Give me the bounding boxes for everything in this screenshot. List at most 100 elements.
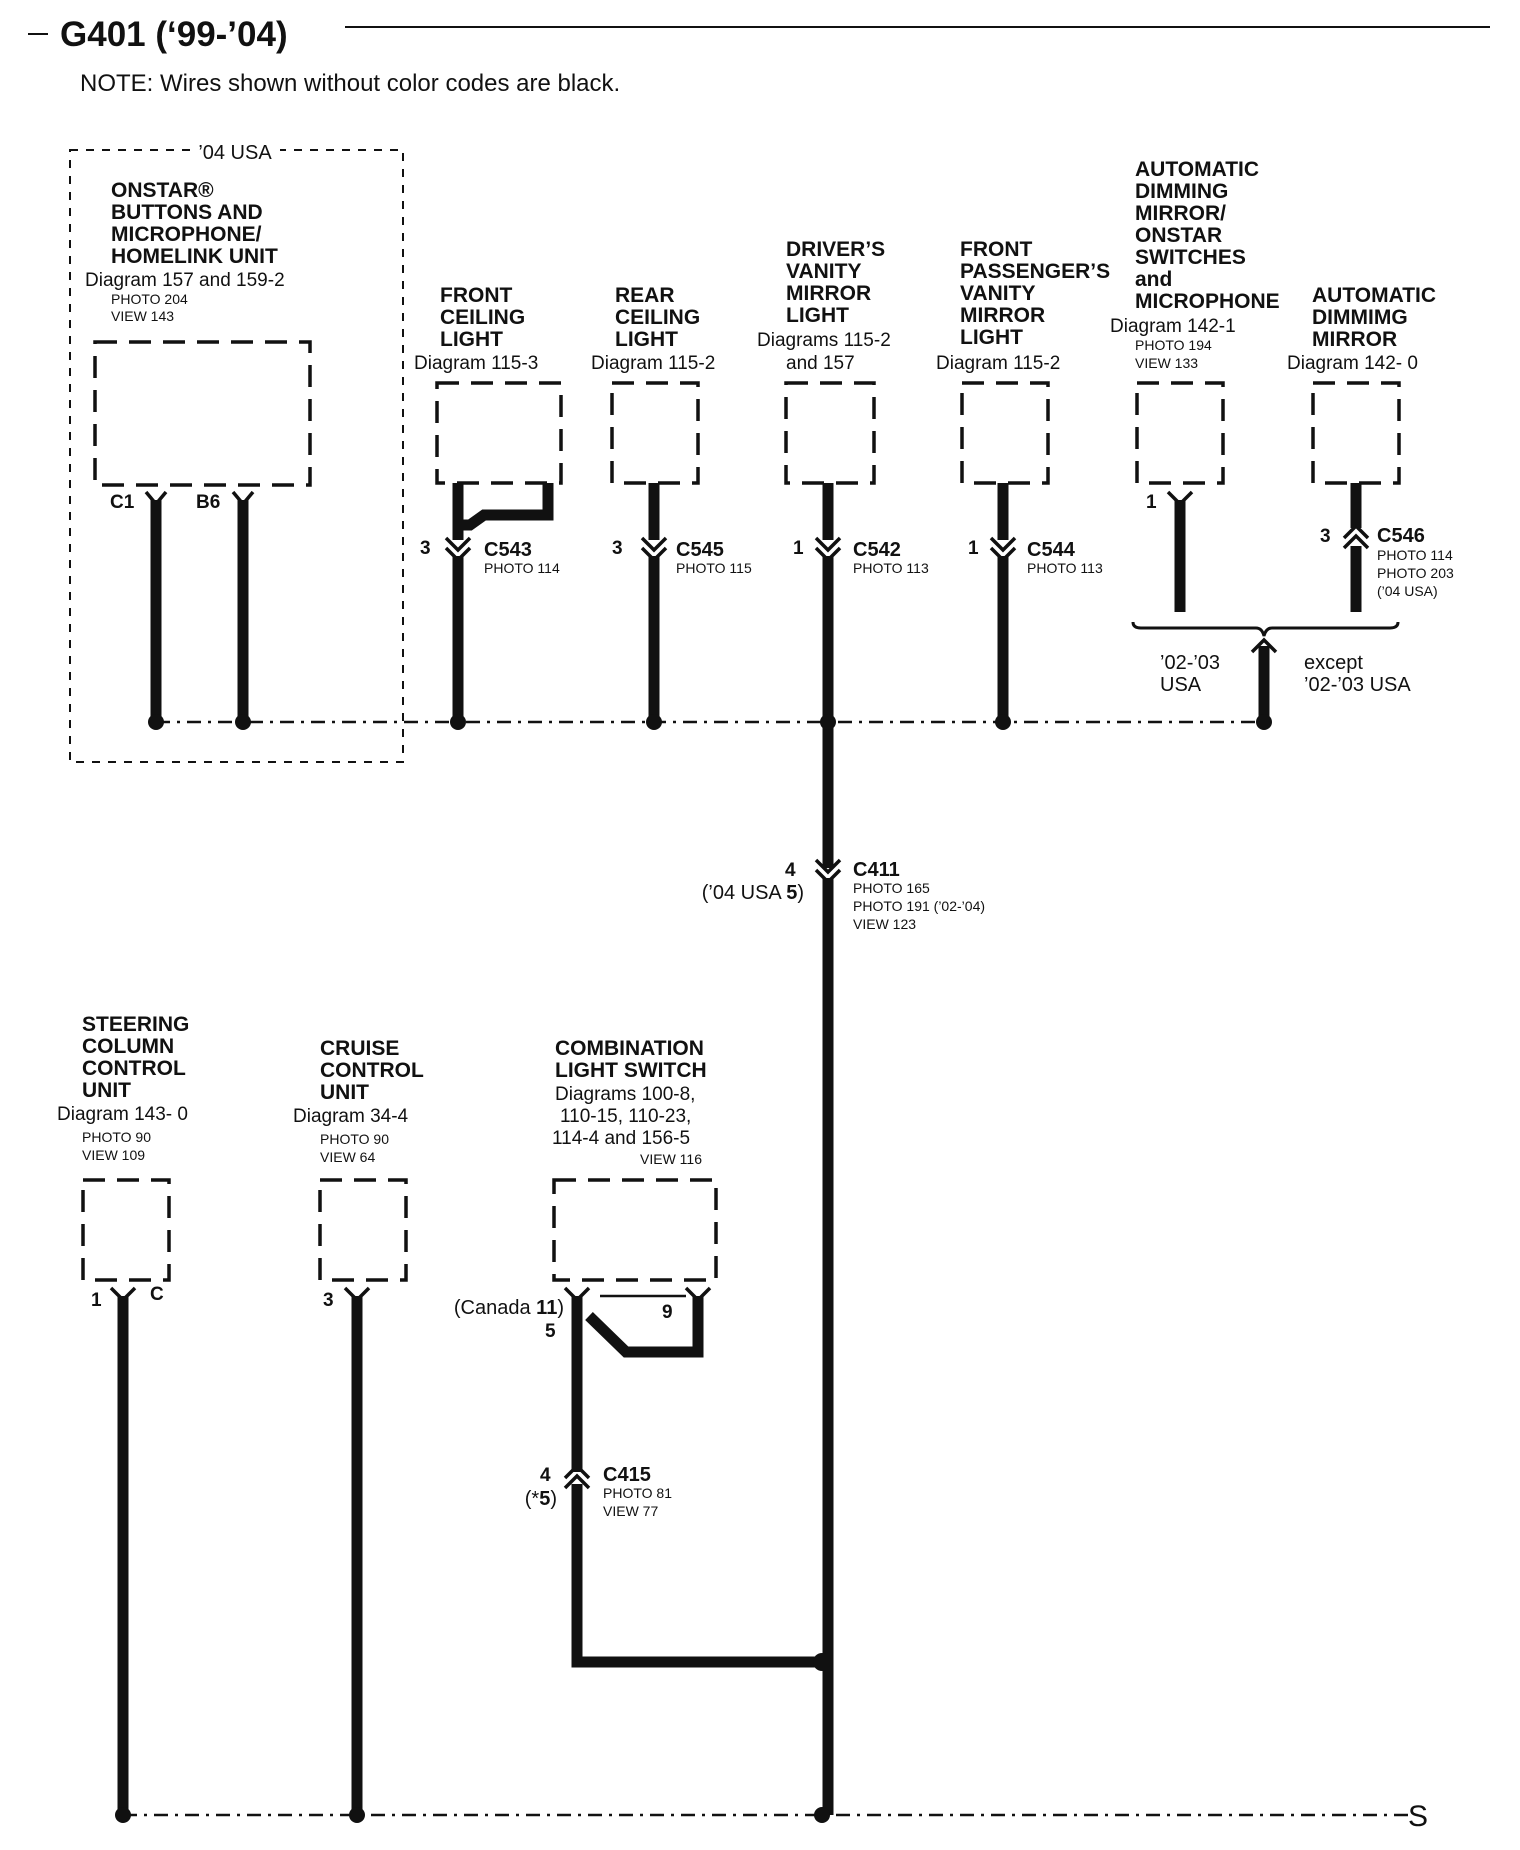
auto-dim-onstar-name-5: SWITCHES — [1135, 246, 1246, 269]
rear-ceiling-diagram: Diagram 115-2 — [591, 353, 715, 374]
c415-alt-number: 5 — [539, 1488, 550, 1510]
combo-canada-prefix: (Canada — [454, 1297, 536, 1319]
combo-diagram-1: Diagrams 100-8, — [555, 1084, 695, 1105]
c415-alt-pin: (*5) — [525, 1488, 557, 1510]
year-left-2: USA — [1160, 674, 1202, 696]
onstar-name-1: ONSTAR® — [111, 179, 214, 202]
onstar-photo: PHOTO 204 — [111, 291, 188, 307]
year-left-1: ’02-’03 — [1160, 652, 1220, 674]
c543-photo: PHOTO 114 — [484, 560, 560, 576]
combo-view: VIEW 116 — [640, 1151, 702, 1167]
rear-ceiling-name-1: REAR — [615, 284, 675, 307]
cruise-labels: CRUISE CONTROL UNIT Diagram 34-4 PHOTO 9… — [293, 1037, 424, 1165]
auto-dim-mirror-name-1: AUTOMATIC — [1312, 284, 1436, 307]
combo-pin-5: 5 — [545, 1321, 556, 1342]
auto-dim-onstar-diagram: Diagram 142-1 — [1110, 316, 1236, 337]
auto-dim-onstar-name-7: MICROPHONE — [1135, 290, 1280, 313]
page-title: G401 (‘99-’04) — [60, 15, 288, 54]
auto-dim-onstar-name-4: ONSTAR — [1135, 224, 1222, 247]
rear-ceiling-name-2: CEILING — [615, 306, 700, 329]
auto-dim-mirror-labels: AUTOMATIC DIMMIMG MIRROR Diagram 142- 0 — [1287, 284, 1436, 374]
driver-vanity-name-2: VANITY — [786, 260, 861, 283]
auto-dim-onstar-box — [1135, 381, 1225, 485]
passenger-vanity-labels: FRONT PASSENGER’S VANITY MIRROR LIGHT Di… — [936, 238, 1110, 374]
splice-dot — [148, 714, 164, 730]
c411-pin-symbol-a — [814, 858, 842, 875]
c411-alt-number: 5 — [786, 882, 797, 904]
auto-dim-onstar-name-3: MIRROR/ — [1135, 202, 1226, 225]
c542-photo: PHOTO 113 — [853, 560, 929, 576]
c545-label: C545 — [676, 539, 724, 561]
combo-switch-box — [552, 1178, 718, 1282]
c411-view: VIEW 123 — [853, 916, 916, 932]
passenger-vanity-box — [960, 381, 1050, 485]
c542-label: C542 — [853, 539, 901, 561]
front-ceiling-internal-loop — [452, 483, 554, 531]
onstar-name-4: HOMELINK UNIT — [111, 245, 278, 268]
passenger-vanity-pin: 1 — [968, 538, 979, 559]
cruise-diagram: Diagram 34-4 — [293, 1106, 409, 1127]
c415-pin-symbol-a — [563, 1463, 591, 1480]
region-label: ’04 USA — [198, 142, 272, 164]
auto-dim-onstar-view: VIEW 133 — [1135, 355, 1198, 371]
driver-vanity-diagram-2: and 157 — [786, 353, 855, 374]
driver-vanity-box — [784, 381, 876, 485]
auto-dim-onstar-pin: 1 — [1146, 492, 1157, 513]
rear-ceiling-name-3: LIGHT — [615, 328, 678, 351]
c415-alt-prefix: (* — [525, 1488, 540, 1510]
splice-dot — [995, 714, 1011, 730]
front-ceiling-name-3: LIGHT — [440, 328, 503, 351]
combo-switch-labels: COMBINATION LIGHT SWITCH Diagrams 100-8,… — [552, 1037, 707, 1167]
front-ceiling-labels: FRONT CEILING LIGHT Diagram 115-3 — [414, 284, 538, 374]
c411-photo-1: PHOTO 165 — [853, 880, 930, 896]
auto-dim-mirror-box — [1311, 381, 1401, 485]
onstar-unit-box — [93, 340, 312, 487]
c546-photo-1: PHOTO 114 — [1377, 547, 1453, 563]
onstar-diagram: Diagram 157 and 159-2 — [85, 270, 285, 291]
splice-dot — [1256, 714, 1272, 730]
year-right-1: except — [1304, 652, 1363, 674]
c411-alt-suffix: ) — [797, 882, 804, 904]
combo-canada-suffix: ) — [557, 1297, 564, 1319]
auto-dim-onstar-photo: PHOTO 194 — [1135, 337, 1212, 353]
splice-dot — [813, 1653, 831, 1671]
steering-diagram: Diagram 143- 0 — [57, 1104, 188, 1125]
c546-pin-symbol-a — [1342, 523, 1370, 540]
year-split-pin-symbol — [1250, 637, 1278, 654]
steering-box — [81, 1178, 171, 1282]
onstar-pin-b6: B6 — [196, 492, 220, 513]
c415-photo: PHOTO 81 — [603, 1485, 672, 1501]
c415-pin-symbol-b — [563, 1473, 591, 1490]
combo-name-2: LIGHT SWITCH — [555, 1059, 707, 1082]
front-ceiling-pin: 3 — [420, 538, 431, 559]
passenger-vanity-name-3: VANITY — [960, 282, 1035, 305]
splice-dot — [646, 714, 662, 730]
onstar-name-3: MICROPHONE/ — [111, 223, 262, 246]
onstar-view: VIEW 143 — [111, 308, 174, 324]
c411-photo-2: PHOTO 191 (’02-’04) — [853, 898, 985, 914]
c411-label: C411 — [853, 859, 900, 881]
passenger-vanity-diagram: Diagram 115-2 — [936, 353, 1060, 374]
cruise-photo: PHOTO 90 — [320, 1131, 389, 1147]
auto-dim-onstar-name-2: DIMMING — [1135, 180, 1228, 203]
c546-photo-2: PHOTO 203 — [1377, 565, 1454, 581]
combo-canada-pin: (Canada 11) — [454, 1297, 564, 1319]
driver-vanity-pin: 1 — [793, 538, 804, 559]
c545-pin-symbol-a — [640, 536, 668, 553]
splice-dot — [115, 1807, 131, 1823]
cruise-name-1: CRUISE — [320, 1037, 399, 1060]
continuation-mark: S — [1408, 1800, 1428, 1833]
rear-ceiling-box — [610, 381, 700, 485]
passenger-vanity-name-1: FRONT — [960, 238, 1032, 261]
rear-ceiling-pin: 3 — [612, 538, 623, 559]
c542-pin-symbol-a — [814, 536, 842, 553]
onstar-unit-labels: ONSTAR® BUTTONS AND MICROPHONE/ HOMELINK… — [85, 179, 285, 324]
note-text: NOTE: Wires shown without color codes ar… — [80, 70, 620, 97]
auto-dim-mirror-diagram: Diagram 142- 0 — [1287, 353, 1418, 374]
c544-label: C544 — [1027, 539, 1076, 561]
c415-pin: 4 — [540, 1465, 551, 1486]
splice-dot — [349, 1807, 365, 1823]
steering-name-3: CONTROL — [82, 1057, 186, 1080]
steering-name-4: UNIT — [82, 1079, 131, 1102]
